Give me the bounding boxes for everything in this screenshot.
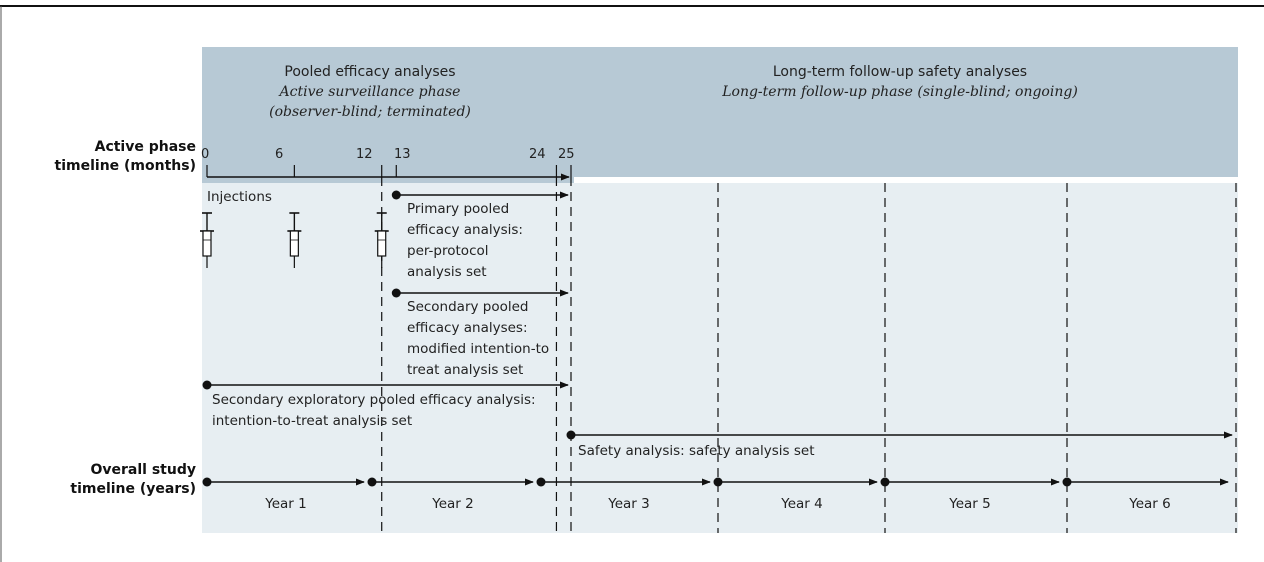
month-tick-25: 25	[558, 147, 575, 162]
overall-study-label-line2: timeline (years)	[70, 481, 196, 497]
active-surveillance-status: (observer-blind; terminated)	[269, 104, 471, 120]
month-tick-6: 6	[275, 147, 284, 162]
year-label-2: Year 2	[432, 496, 474, 512]
year-label-1: Year 1	[265, 496, 307, 512]
month-tick-13: 13	[394, 147, 411, 162]
exploratory-analysis-label: Secondary exploratory pooled efficacy an…	[212, 390, 536, 432]
header-band	[202, 47, 1238, 177]
month-tick-12: 12	[356, 147, 373, 162]
active-phase-label-line1: Active phase	[94, 139, 196, 155]
primary-line1: Primary pooled	[407, 201, 510, 217]
month-tick-24: 24	[529, 147, 546, 162]
primary-analysis-label: Primary pooled efficacy analysis: per-pr…	[407, 199, 523, 283]
active-surveillance-phase: Active surveillance phase	[279, 84, 461, 100]
secondary-line2: efficacy analyses:	[407, 320, 528, 336]
secondary-line4: treat analysis set	[407, 362, 524, 378]
overall-study-label-line1: Overall study	[90, 462, 197, 478]
syringe-icon	[287, 212, 302, 268]
active-phase-label-line2: timeline (months)	[54, 158, 196, 174]
overall-study-timeline-label: Overall study timeline (years)	[70, 461, 196, 499]
year-label-3: Year 3	[608, 496, 650, 512]
primary-line2: efficacy analysis:	[407, 222, 523, 238]
long-term-safety-header: Long-term follow-up safety analyses Long…	[620, 62, 1180, 102]
pooled-efficacy-title: Pooled efficacy analyses	[284, 64, 456, 80]
year-start-dot-4	[713, 477, 723, 487]
safety-analysis-label: Safety analysis: safety analysis set	[578, 443, 815, 459]
secondary-analysis-label: Secondary pooled efficacy analyses: modi…	[407, 297, 549, 381]
long-term-safety-title: Long-term follow-up safety analyses	[772, 64, 1028, 80]
exploratory-line2: intention-to-treat analysis set	[212, 413, 413, 429]
year-label-4: Year 4	[781, 496, 823, 512]
header-band-tail	[202, 177, 574, 183]
year-start-dot-2	[367, 477, 377, 487]
syringe-icon	[200, 212, 214, 268]
body-band	[202, 183, 1238, 533]
month-tick-0: 0	[201, 147, 210, 162]
primary-line4: analysis set	[407, 264, 487, 280]
long-term-followup-phase: Long-term follow-up phase (single-blind;…	[722, 84, 1078, 100]
year-start-dot-5	[880, 477, 890, 487]
exploratory-line1: Secondary exploratory pooled efficacy an…	[212, 392, 536, 408]
primary-line3: per-protocol	[407, 243, 489, 259]
active-phase-timeline-label: Active phase timeline (months)	[55, 138, 196, 176]
year-start-dot-3	[536, 477, 546, 487]
secondary-line3: modified intention-to	[407, 341, 550, 357]
syringe-icon	[374, 212, 389, 268]
secondary-line1: Secondary pooled	[407, 299, 529, 315]
year-start-dot-6	[1062, 477, 1072, 487]
injections-label: Injections	[207, 189, 272, 205]
year-label-6: Year 6	[1129, 496, 1171, 512]
year-label-5: Year 5	[949, 496, 991, 512]
pooled-efficacy-header: Pooled efficacy analyses Active surveill…	[200, 62, 540, 122]
